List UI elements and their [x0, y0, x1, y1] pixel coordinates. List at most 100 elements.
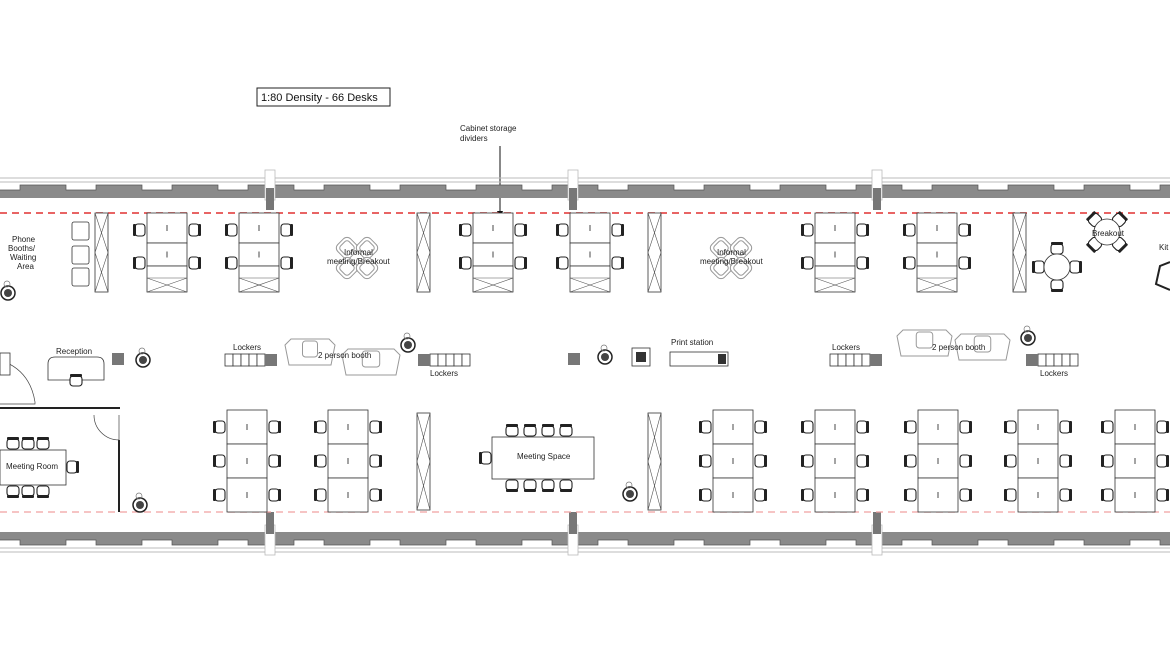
chair-back: [290, 257, 293, 269]
chair-back: [225, 257, 228, 269]
chair-seat: [611, 223, 623, 237]
chair-icon: [6, 437, 20, 450]
chair-back: [278, 421, 281, 433]
meeting-room-table: [0, 449, 67, 486]
chair-icon: [801, 420, 814, 434]
storage-divider: [647, 412, 662, 511]
chair-seat: [523, 479, 537, 491]
chair-icon: [904, 454, 917, 468]
chair-icon: [36, 485, 50, 498]
chair-icon: [69, 374, 83, 387]
chair-back: [556, 224, 559, 236]
lounge-seat: [339, 260, 355, 276]
chair-back: [969, 455, 972, 467]
chair-back: [1069, 489, 1072, 501]
chair-icon: [754, 420, 767, 434]
chair-icon: [268, 454, 281, 468]
chair-back: [764, 489, 767, 501]
chair-back: [37, 437, 49, 440]
lounge-chair-icon: [709, 256, 733, 280]
storage-cross: [814, 277, 856, 293]
chair-seat: [36, 485, 50, 497]
chair-icon: [66, 460, 79, 474]
chair-seat: [188, 223, 200, 237]
chair-back: [866, 489, 869, 501]
chair-seat: [6, 438, 20, 450]
chair-icon: [21, 437, 35, 450]
chair-icon: [21, 485, 35, 498]
chair-icon: [1156, 420, 1169, 434]
chair-icon: [1059, 488, 1072, 502]
chair-seat: [514, 223, 526, 237]
chair-icon: [1069, 260, 1082, 274]
chair-seat: [700, 454, 712, 468]
chair-icon: [1101, 420, 1114, 434]
chair-icon: [801, 256, 814, 270]
lounge-seat: [733, 260, 749, 276]
storage-divider: [647, 212, 662, 293]
chair-seat: [557, 256, 569, 270]
chair-back: [621, 257, 624, 269]
storage-cross: [916, 277, 958, 293]
lockers-label: Lockers: [430, 369, 458, 378]
storage-box: [146, 265, 188, 293]
chair-back: [903, 257, 906, 269]
chair-back: [506, 424, 518, 427]
chair-back: [904, 455, 907, 467]
annotation-text: Cabinet storage: [460, 124, 517, 133]
print-counter-unit: [718, 354, 726, 364]
chair-back: [22, 495, 34, 498]
plant-icon: [0, 280, 16, 301]
breakout-label: Breakout: [1092, 229, 1125, 238]
chair-seat: [1050, 279, 1064, 291]
chair-back: [1101, 421, 1104, 433]
locker: [1061, 353, 1071, 367]
chair-seat: [802, 223, 814, 237]
meeting-space-table: [491, 436, 595, 480]
kitchen-counter: [1154, 261, 1170, 291]
chair-back: [801, 257, 804, 269]
storage-divider-cross: [416, 212, 431, 293]
chair-seat: [958, 223, 970, 237]
chair-seat: [856, 256, 868, 270]
phone-booth-seat: [71, 245, 90, 265]
chair-icon: [505, 479, 519, 492]
locker: [429, 353, 439, 367]
chair-seat: [959, 454, 971, 468]
chair-seat: [1102, 454, 1114, 468]
chair-seat: [460, 223, 472, 237]
column-pier: [873, 188, 881, 210]
chair-seat: [1005, 420, 1017, 434]
locker: [453, 353, 463, 367]
storage-box: [814, 265, 856, 293]
storage-cross: [238, 277, 280, 293]
chair-icon: [314, 454, 327, 468]
chair-back: [1051, 289, 1063, 292]
chair-icon: [959, 454, 972, 468]
chair-back: [379, 421, 382, 433]
chair-seat: [905, 454, 917, 468]
chair-seat: [369, 488, 381, 502]
chair-seat: [21, 438, 35, 450]
plant-leaves: [136, 501, 144, 509]
column-pier: [266, 512, 274, 534]
chair-icon: [459, 256, 472, 270]
chair-seat: [315, 454, 327, 468]
lounge-chair-icon: [355, 256, 379, 280]
round-table: [1093, 218, 1121, 246]
chair-back: [379, 489, 382, 501]
chair-back: [524, 257, 527, 269]
plant-leaves: [601, 353, 609, 361]
chair-icon: [225, 256, 238, 270]
chair-back: [969, 421, 972, 433]
chair-icon: [213, 454, 226, 468]
chair-seat: [856, 420, 868, 434]
chair-icon: [856, 223, 869, 237]
chair-icon: [1032, 260, 1045, 274]
chair-back: [542, 424, 554, 427]
phone-booth-seat: [71, 267, 90, 287]
chair-back: [560, 489, 572, 492]
chair-back: [7, 437, 19, 440]
lounge-chair-icon: [355, 236, 379, 260]
chair-icon: [958, 223, 971, 237]
